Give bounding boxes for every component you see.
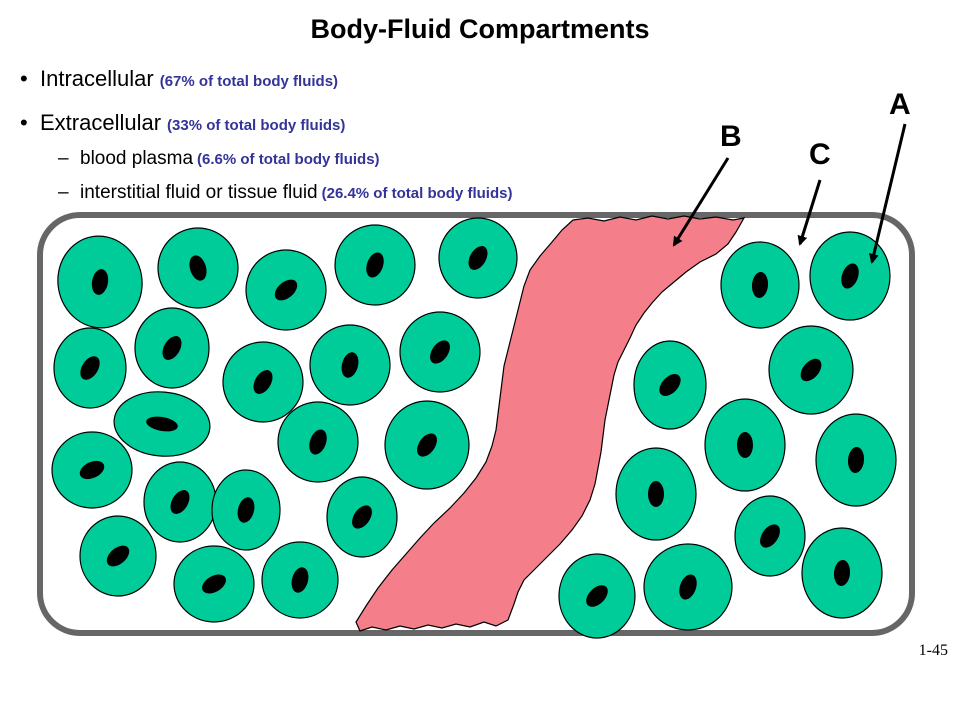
- sub-bullet-note: (6.6% of total body fluids): [197, 151, 380, 168]
- nucleus: [91, 269, 109, 295]
- nucleus: [106, 545, 130, 567]
- nucleus: [309, 429, 327, 455]
- bullet-intracellular: • Intracellular (67% of total body fluids): [20, 66, 338, 92]
- label-a: A: [889, 88, 911, 121]
- sub-bullet-note: (26.4% of total body fluids): [321, 185, 513, 202]
- nucleus: [274, 279, 298, 301]
- sub-bullet-label: blood plasma: [80, 148, 194, 169]
- label-b: B: [720, 120, 742, 153]
- bullet-marker: •: [20, 66, 28, 91]
- sub-bullet-label: interstitial fluid or tissue fluid: [80, 182, 318, 203]
- nucleus: [80, 356, 100, 380]
- nucleus: [253, 370, 273, 394]
- bullet-note: (33% of total body fluids): [167, 117, 346, 134]
- nucleus: [162, 336, 182, 360]
- cell-group: [51, 217, 897, 639]
- arrow-c: [797, 179, 822, 246]
- sub-bullet-interstitial-fluid: –interstitial fluid or tissue fluid(26.4…: [58, 182, 512, 204]
- arrow-b: [672, 157, 730, 247]
- nucleus: [468, 246, 488, 270]
- slide-number: 1-45: [918, 642, 948, 659]
- nucleus: [352, 505, 372, 529]
- nucleus: [430, 340, 450, 364]
- nucleus: [833, 560, 851, 586]
- nucleus: [417, 433, 437, 457]
- nucleus: [841, 263, 859, 289]
- nucleus: [366, 252, 384, 278]
- nucleus: [189, 255, 207, 281]
- sub-bullet-marker: –: [58, 148, 69, 169]
- nucleus: [751, 272, 769, 298]
- bullet-label: Extracellular: [40, 110, 162, 135]
- nucleus: [291, 567, 309, 593]
- nucleus: [79, 460, 105, 480]
- nucleus: [760, 524, 780, 548]
- nucleus: [170, 490, 190, 514]
- bullet-extracellular: • Extracellular (33% of total body fluids): [20, 110, 345, 136]
- nucleus: [341, 352, 359, 378]
- nucleus: [237, 497, 255, 523]
- nucleus: [202, 574, 226, 594]
- slide-title: Body-Fluid Compartments: [310, 14, 650, 44]
- nucleus: [737, 432, 753, 458]
- bullet-marker: •: [20, 110, 28, 135]
- sub-bullet-blood-plasma: –blood plasma(6.6% of total body fluids): [58, 148, 380, 170]
- sub-bullet-marker: –: [58, 182, 69, 203]
- nucleus: [648, 481, 664, 507]
- nucleus: [586, 585, 608, 607]
- nucleus: [146, 416, 178, 432]
- label-c: C: [809, 138, 831, 171]
- bullet-note: (67% of total body fluids): [159, 73, 339, 90]
- blood-vessel: [355, 215, 746, 632]
- bullet-label: Intracellular: [40, 66, 154, 91]
- arrow-a: [868, 123, 907, 264]
- nucleus: [679, 574, 697, 600]
- nucleus: [659, 374, 681, 396]
- nucleus: [847, 447, 865, 473]
- nucleus: [800, 358, 822, 382]
